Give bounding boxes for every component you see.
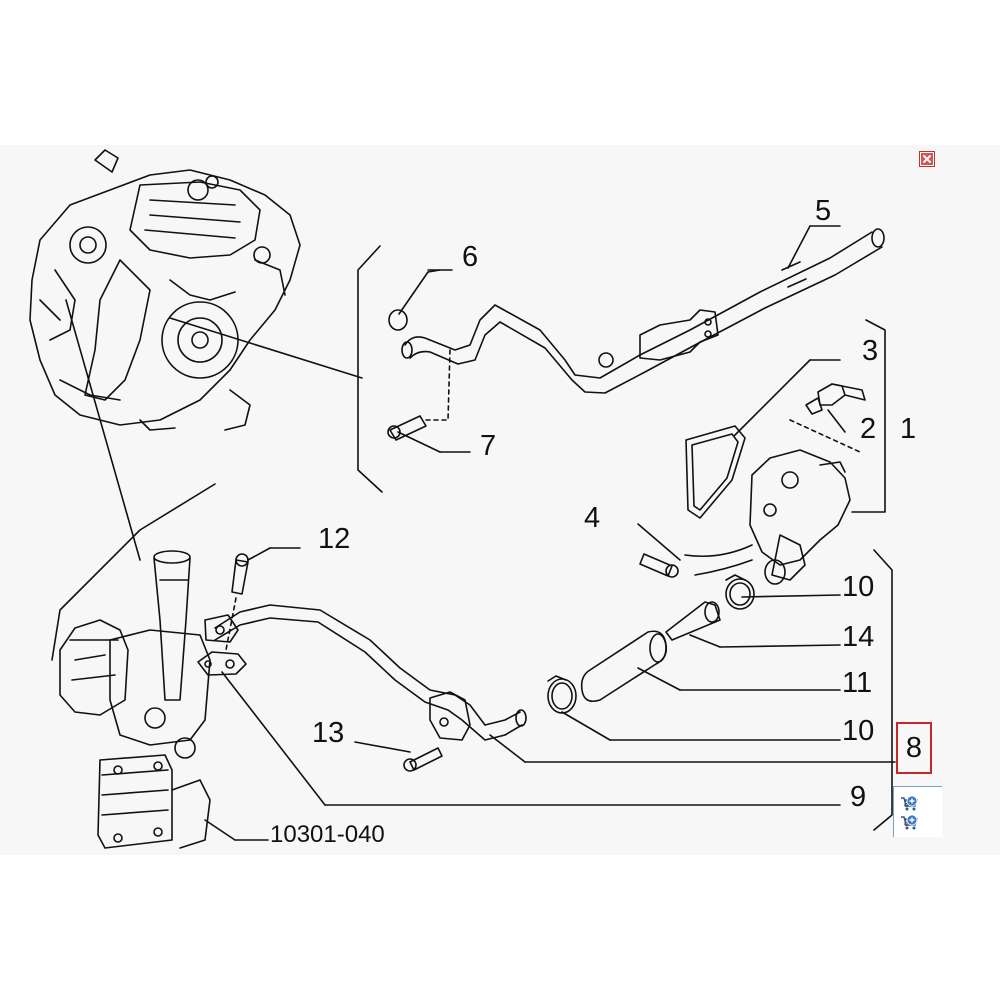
callout-12[interactable]: 12 [318, 523, 350, 555]
callout-13[interactable]: 13 [312, 717, 344, 749]
close-button[interactable] [919, 151, 935, 167]
callout-9[interactable]: 9 [850, 781, 866, 813]
callout-10-upper[interactable]: 10 [842, 571, 874, 603]
drawing-code: 10301-040 [270, 821, 385, 848]
callout-14[interactable]: 14 [842, 621, 874, 653]
callout-8-highlighted[interactable]: 8 [896, 722, 932, 774]
callout-1[interactable]: 1 [900, 413, 916, 445]
callout-6[interactable]: 6 [462, 241, 478, 273]
engine-illustration [29, 149, 301, 431]
close-icon [921, 153, 933, 165]
callout-11[interactable]: 11 [842, 667, 872, 699]
callout-5[interactable]: 5 [815, 195, 831, 227]
callout-2[interactable]: 2 [860, 413, 876, 445]
callout-4[interactable]: 4 [584, 502, 600, 534]
oil-cooler-illustration [59, 550, 211, 849]
callout-3[interactable]: 3 [862, 335, 878, 367]
callout-8: 8 [905, 731, 923, 764]
cart-add-row[interactable]: 8 [900, 795, 918, 813]
cart-add-row[interactable]: 8 [900, 814, 918, 832]
cart-add-icon [901, 795, 918, 811]
callout-7[interactable]: 7 [480, 430, 496, 462]
cart-qty: 8 [904, 799, 910, 809]
callout-10-lower[interactable]: 10 [842, 715, 874, 747]
cart-panel: 8 8 [893, 786, 942, 837]
cart-add-icon [901, 814, 918, 830]
cart-qty: 8 [904, 818, 910, 828]
